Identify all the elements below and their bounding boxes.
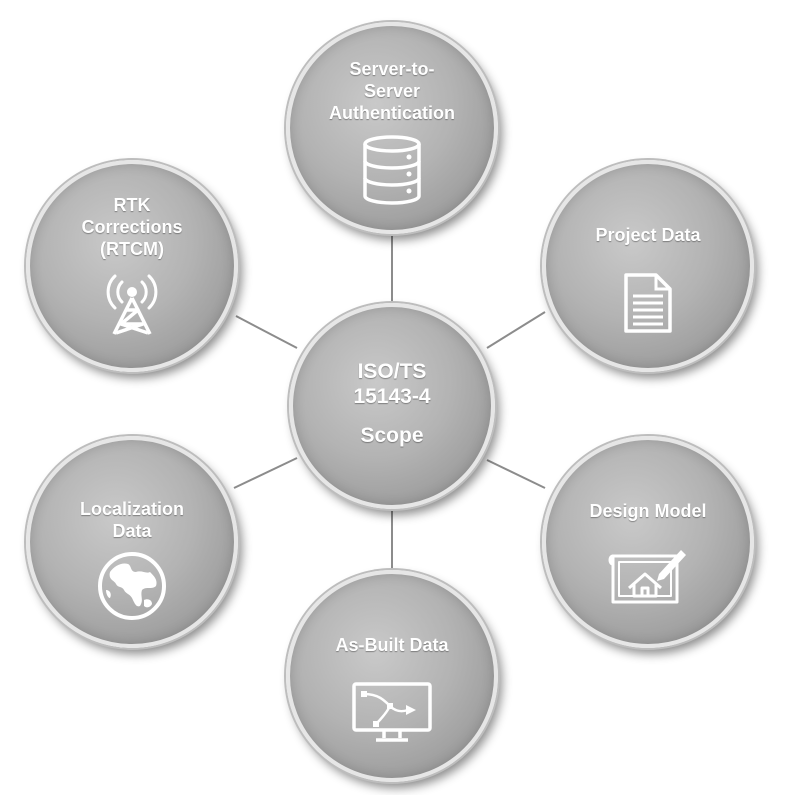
- center-node: ISO/TS 15143-4 Scope: [289, 303, 495, 509]
- node-label: Server-to- Server Authentication: [329, 59, 455, 123]
- node-label: Project Data: [595, 225, 701, 245]
- node-design-model: Design Model: [542, 436, 754, 648]
- blueprint-house-icon: [607, 544, 689, 608]
- globe-icon: [96, 550, 168, 622]
- node-localization-data: Localization Data: [26, 436, 238, 648]
- center-title: ISO/TS 15143-4: [353, 360, 431, 408]
- node-label: Design Model: [589, 501, 707, 521]
- node-label: As-Built Data: [335, 635, 449, 655]
- connector-local: [233, 457, 298, 489]
- node-label: RTK Corrections (RTCM): [81, 195, 183, 259]
- connector-rtk: [235, 315, 298, 349]
- center-subtitle: Scope: [360, 424, 424, 447]
- connector-project: [486, 311, 546, 349]
- node-server-authentication: Server-to- Server Authentication: [286, 22, 498, 234]
- connector-design: [486, 459, 546, 489]
- node-label: Localization Data: [79, 499, 184, 541]
- database-icon: [361, 134, 423, 206]
- antenna-tower-icon: [100, 272, 164, 338]
- document-icon: [623, 272, 673, 334]
- node-project-data: Project Data: [542, 160, 754, 372]
- node-as-built-data: As-Built Data: [286, 570, 498, 782]
- monitor-path-icon: [350, 680, 434, 744]
- node-rtk-corrections: RTK Corrections (RTCM): [26, 160, 238, 372]
